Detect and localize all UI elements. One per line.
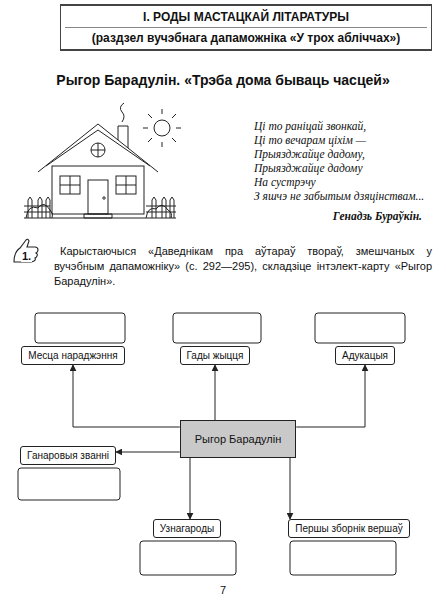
arrow-connector <box>73 365 180 427</box>
task-number: 1. <box>21 250 32 262</box>
category-box: Адукацыя <box>335 346 395 365</box>
node-text: І. РОДЫ МАСТАЦКАЙ ЛІТАРАТУРЫ <box>65 9 427 28</box>
page-number: 7 <box>0 584 446 596</box>
node-text: Ганаровыя званні <box>27 450 109 461</box>
node-text: Рыгор Барадулін <box>195 433 282 445</box>
arrow-connector <box>116 452 180 453</box>
node-text: Першы зборнік вершаў <box>295 523 402 534</box>
page-title: Рыгор Барадулін. «Трэба дома бываць часц… <box>0 72 446 88</box>
arrow-connector <box>296 365 365 427</box>
category-box: Узнагароды <box>153 519 221 538</box>
section-band: І. РОДЫ МАСТАЦКАЙ ЛІТАРАТУРЫ (раздзел вуч… <box>60 4 432 51</box>
arrow-connector <box>290 458 291 519</box>
central-box: Рыгор Барадулін <box>180 420 297 458</box>
epigraph-author: Генадзь Бураўкін. <box>333 210 422 222</box>
node-text: Гады жыцця <box>187 350 244 361</box>
node-text: Месца нараджэння <box>28 350 117 361</box>
category-box: Месца нараджэння <box>21 346 124 365</box>
epigraph-line: Ці то вечарам ціхім — <box>254 134 366 146</box>
category-box: Першы зборнік вершаў <box>288 519 409 538</box>
category-box: Ганаровыя званні <box>20 446 116 465</box>
arrow-connector <box>190 458 191 519</box>
category-box: Гады жыцця <box>180 346 251 365</box>
epigraph-line: Ці то раніцай звонкай, <box>254 120 366 132</box>
node-text: Адукацыя <box>342 350 388 361</box>
node-text: Узнагароды <box>160 523 214 534</box>
task-text: Карыстаючыся «Даведнікам пра аўтараў тво… <box>54 244 432 289</box>
arrow-connector <box>215 365 216 420</box>
house-illustration <box>24 103 181 218</box>
epigraph-line: На сустрэчу <box>254 176 316 188</box>
epigraph-line: З яшчэ не забытым дзяцінствам... <box>254 190 424 202</box>
epigraph-line: Прыязджайце дадому, <box>254 148 365 160</box>
node-text: (раздзел вучэбнага дапаможніка «У трох а… <box>65 30 427 46</box>
epigraph-line: Прыязджайце дадому <box>254 162 363 174</box>
task-icon <box>14 239 38 262</box>
